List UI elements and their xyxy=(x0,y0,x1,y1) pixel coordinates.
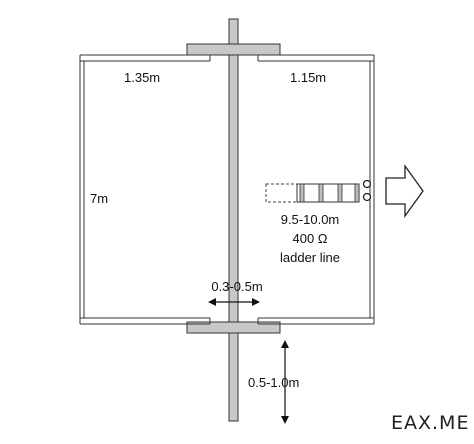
arrow-right-icon xyxy=(385,163,424,219)
mast xyxy=(228,18,239,422)
watermark: EAX.ME xyxy=(391,412,469,434)
right-vertical-wire xyxy=(369,55,375,324)
double-arrow-vertical-icon xyxy=(281,340,289,424)
label-top-left-width: 1.35m xyxy=(124,70,160,85)
top-wire-left xyxy=(80,54,211,62)
bottom-wire-left xyxy=(80,317,211,325)
left-vertical-wire xyxy=(79,55,85,324)
top-clamp xyxy=(186,43,281,56)
ladder-line xyxy=(265,183,360,203)
terminal-top xyxy=(362,179,372,189)
label-line-type: ladder line xyxy=(280,250,340,265)
label-height: 7m xyxy=(90,191,108,206)
label-line-length: 9.5-10.0m xyxy=(281,212,340,227)
label-impedance: 400 Ω xyxy=(292,231,327,246)
bottom-wire-right xyxy=(257,317,374,325)
top-wire-right xyxy=(257,54,374,62)
label-top-right-width: 1.15m xyxy=(290,70,326,85)
terminal-bottom xyxy=(362,192,372,202)
bottom-clamp xyxy=(186,321,281,334)
label-mast-height: 0.5-1.0m xyxy=(248,375,299,390)
label-gap: 0.3-0.5m xyxy=(211,279,262,294)
double-arrow-horizontal-icon xyxy=(208,298,260,306)
